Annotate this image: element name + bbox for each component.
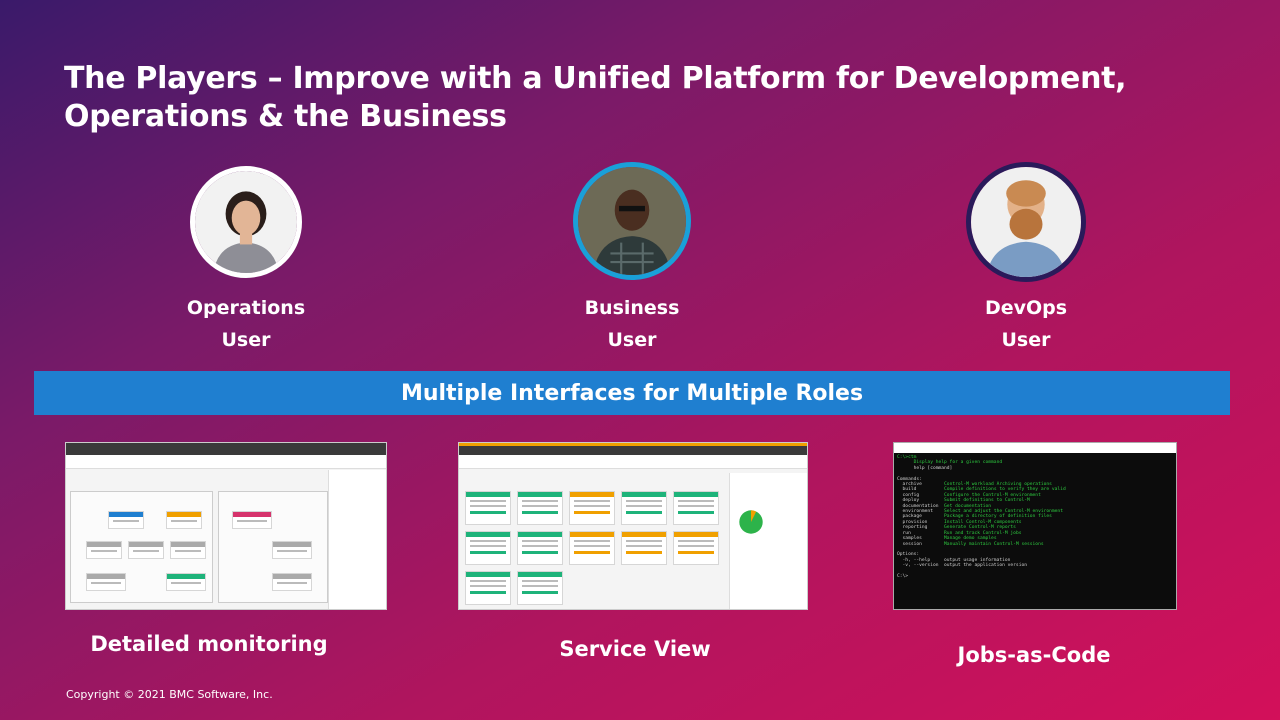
persona-operations: Operations User — [146, 166, 346, 356]
app-topbar — [459, 443, 807, 455]
service-card[interactable] — [465, 571, 511, 605]
detailed-monitoring-screenshot — [65, 442, 387, 610]
persona-business: Business User — [532, 162, 732, 356]
job-card[interactable] — [128, 541, 164, 559]
slide-title-line-1: The Players – Improve with a Unified Pla… — [64, 61, 1127, 96]
service-view-screenshot — [458, 442, 808, 610]
service-card[interactable] — [465, 531, 511, 565]
persona-line-2: User — [221, 329, 271, 351]
service-card[interactable] — [621, 531, 667, 565]
service-card[interactable] — [517, 571, 563, 605]
service-card[interactable] — [621, 491, 667, 525]
job-card[interactable] — [108, 511, 144, 529]
copyright-notice: Copyright © 2021 BMC Software, Inc. — [66, 688, 273, 701]
terminal-titlebar — [894, 443, 1176, 453]
service-card[interactable] — [517, 491, 563, 525]
detailed-monitoring-caption: Detailed monitoring — [90, 632, 328, 656]
jobs-as-code-caption: Jobs-as-Code — [957, 643, 1111, 667]
business-user-label: Business User — [532, 292, 732, 356]
job-card[interactable] — [166, 573, 206, 591]
slide-title-line-2: Operations & the Business — [64, 99, 507, 134]
persona-line-1: Business — [584, 297, 680, 319]
business-user-avatar — [573, 162, 691, 280]
service-card[interactable] — [465, 491, 511, 525]
service-card[interactable] — [673, 491, 719, 525]
service-card[interactable] — [673, 531, 719, 565]
app-topbar — [66, 443, 386, 455]
job-card[interactable] — [272, 573, 312, 591]
persona-line-1: Operations — [186, 297, 306, 319]
persona-line-1: DevOps — [984, 297, 1068, 319]
app-toolbar — [459, 455, 807, 469]
jobs-as-code-terminal-screenshot: C:\>ctm Display help for a given command… — [893, 442, 1177, 610]
persona-devops: DevOps User — [926, 162, 1126, 356]
terminal-output: C:\>ctm Display help for a given command… — [897, 455, 1066, 579]
service-card[interactable] — [517, 531, 563, 565]
job-card[interactable] — [232, 511, 272, 529]
properties-panel — [328, 470, 386, 609]
job-card[interactable] — [272, 541, 312, 559]
persona-line-2: User — [607, 329, 657, 351]
job-card[interactable] — [166, 511, 202, 529]
slide-title: The Players – Improve with a Unified Pla… — [64, 60, 1214, 136]
app-toolbar — [66, 455, 386, 469]
service-card[interactable] — [569, 531, 615, 565]
status-pie-chart — [739, 510, 763, 534]
devops-user-label: DevOps User — [926, 292, 1126, 356]
service-view-caption: Service View — [559, 637, 711, 661]
service-details-panel — [729, 473, 807, 609]
operations-user-label: Operations User — [146, 292, 346, 356]
interfaces-banner: Multiple Interfaces for Multiple Roles — [34, 371, 1230, 415]
job-card[interactable] — [86, 541, 122, 559]
devops-user-avatar — [966, 162, 1086, 282]
job-card[interactable] — [170, 541, 206, 559]
service-card[interactable] — [569, 491, 615, 525]
job-card[interactable] — [86, 573, 126, 591]
operations-user-avatar — [190, 166, 302, 278]
persona-line-2: User — [1001, 329, 1051, 351]
